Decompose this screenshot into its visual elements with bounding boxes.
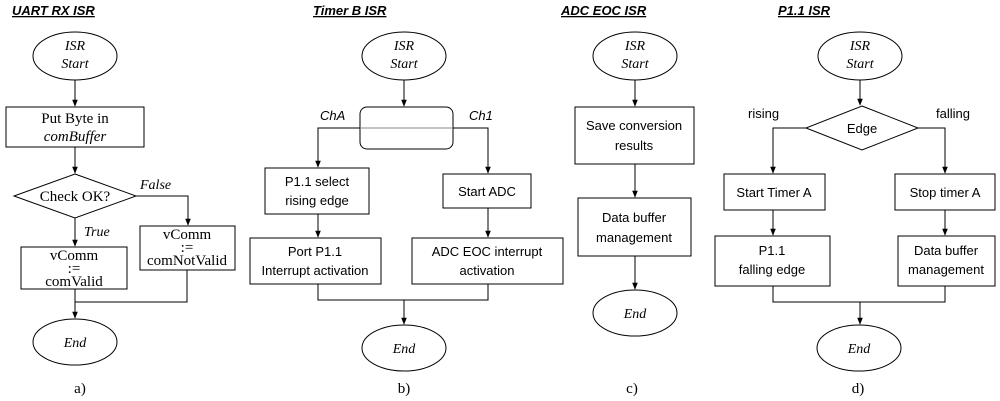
panel-a-valid-line2: :=	[68, 261, 81, 277]
panel-a-valid-line3: comValid	[45, 274, 103, 290]
panel-d-p11-fall-box	[714, 235, 831, 287]
panel-d-data-line2: management	[908, 262, 984, 277]
panel-a-true-label: True	[84, 225, 110, 240]
panel-b-caption: b)	[398, 381, 411, 397]
panel-a-notvalid-box	[139, 225, 236, 271]
panel-b-start-adc-box	[442, 173, 532, 209]
panel-b-start-line1: ISR	[393, 39, 415, 54]
panel-a-check-label: Check OK?	[40, 189, 111, 205]
panel-d-falling-label: falling	[936, 106, 970, 121]
panel-d-start-timer-box	[723, 173, 826, 211]
panel-a-caption: a)	[74, 381, 86, 397]
panel-b-port-p11-line1: Port P1.1	[288, 244, 342, 259]
panel-d-rising-label: rising	[748, 106, 779, 121]
panel-b-end-terminal	[361, 324, 447, 372]
panel-b-adc-eoc-box	[411, 237, 564, 285]
panel-a-put-byte-line2: comBuffer	[44, 129, 107, 145]
panel-a-end-label: End	[63, 336, 88, 351]
panel-b-adc-eoc-line2: activation	[460, 263, 515, 278]
panel-d-rising-arrow	[770, 127, 806, 174]
panel-c-caption: c)	[626, 381, 638, 397]
panel-a-false-arrow	[136, 195, 191, 226]
panel-c-start-line2: Start	[621, 57, 649, 72]
panel-c-adc-eoc-isr: ADC EOC ISR ISR Start Save conversion re…	[560, 3, 695, 397]
panel-a-notvalid-line2: :=	[181, 240, 194, 256]
panel-b-p11-select-line2: rising edge	[285, 193, 349, 208]
panel-a-start-line2: Start	[61, 57, 89, 72]
panel-b-cha-label: ChA	[320, 108, 345, 123]
panel-c-save-box	[574, 106, 695, 165]
panel-b-start-line2: Start	[390, 57, 418, 72]
panel-a-valid-line1: vComm	[50, 248, 99, 264]
panel-a-valid-box	[20, 246, 128, 290]
panel-a-merge-line	[75, 270, 188, 303]
panel-a-put-byte-line1: Put Byte in	[41, 111, 109, 127]
panel-a-uart-rx-isr: UART RX ISR ISR Start Put Byte in comBuf…	[5, 3, 236, 397]
panel-b-p11-select-line1: P1.1 select	[285, 174, 350, 189]
panel-b-title: Timer B ISR	[313, 3, 387, 18]
panel-c-end-terminal	[592, 289, 678, 337]
panel-d-title: P1.1 ISR	[778, 3, 831, 18]
panel-d-merge-line	[772, 286, 946, 303]
panel-b-cha-arrow	[315, 127, 360, 168]
panel-c-data-box	[577, 197, 692, 257]
panel-d-falling-arrow	[918, 127, 948, 174]
panel-d-end-terminal	[816, 324, 902, 372]
panel-b-p11-select-box	[264, 167, 370, 215]
panel-a-false-label: False	[139, 178, 171, 193]
panel-c-save-line2: results	[615, 138, 654, 153]
panel-a-put-byte-box	[5, 106, 145, 148]
panel-d-end-label: End	[847, 342, 872, 357]
panel-b-ch1-arrow	[453, 127, 491, 174]
panel-a-notvalid-line1: vComm	[163, 227, 212, 243]
panel-b-ch1-label: Ch1	[469, 108, 493, 123]
panel-d-start-line1: ISR	[849, 39, 871, 54]
panel-d-data-box	[897, 235, 996, 287]
panel-c-save-line1: Save conversion	[586, 118, 682, 133]
panel-b-adc-eoc-line1: ADC EOC interrupt	[432, 244, 543, 259]
panel-b-port-p11-box	[249, 237, 382, 285]
panel-d-p11-isr: P1.1 ISR ISR Start Edge rising falling S…	[714, 3, 996, 397]
panel-b-end-label: End	[392, 342, 417, 357]
panel-b-start-adc-label: Start ADC	[458, 184, 516, 199]
panel-c-end-label: End	[623, 307, 648, 322]
panel-c-start-line1: ISR	[624, 39, 646, 54]
panel-c-data-line2: management	[596, 230, 672, 245]
panel-d-data-line1: Data buffer	[914, 243, 979, 258]
panel-d-start-timer-label: Start Timer A	[736, 185, 811, 200]
panel-d-p11-fall-line2: falling edge	[739, 262, 806, 277]
panel-a-end-terminal	[32, 318, 118, 366]
panel-a-start-line1: ISR	[64, 39, 86, 54]
panel-a-notvalid-line3: comNotValid	[147, 253, 227, 269]
panel-b-port-p11-line2: Interrupt activation	[262, 263, 369, 278]
panel-d-stop-timer-label: Stop timer A	[910, 185, 981, 200]
panel-b-merge-line	[317, 284, 489, 301]
panel-a-title: UART RX ISR	[12, 3, 95, 18]
panel-d-edge-decision	[804, 105, 920, 151]
panel-c-data-line1: Data buffer	[602, 210, 667, 225]
panel-c-title: ADC EOC ISR	[560, 3, 647, 18]
panel-b-timer-b-isr: Timer B ISR ISR Start ChA Ch1 P1.1 selec…	[249, 3, 564, 397]
panel-d-stop-timer-box	[894, 173, 996, 211]
panel-d-p11-fall-line1: P1.1	[759, 243, 786, 258]
panel-d-start-line2: Start	[846, 57, 874, 72]
panel-d-caption: d)	[852, 381, 865, 397]
panel-d-edge-label: Edge	[847, 121, 877, 136]
